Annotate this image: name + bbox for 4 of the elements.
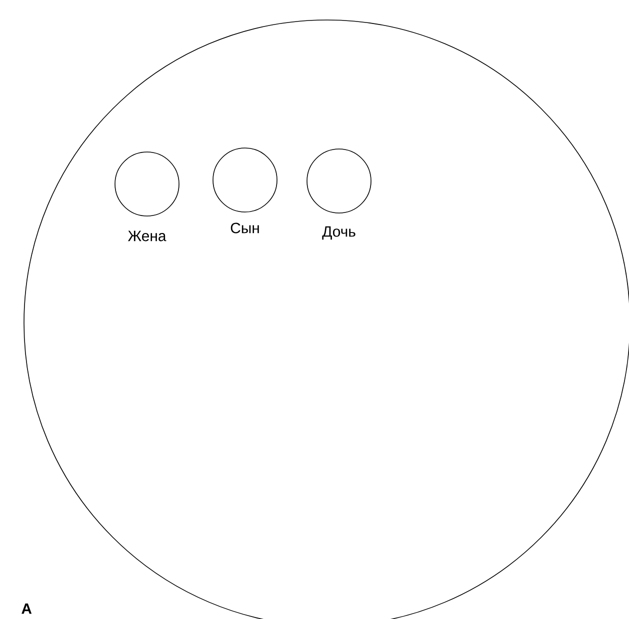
panel-letter: А (22, 604, 32, 614)
circle-with-label: Жена (114, 152, 180, 242)
circle-with-label: Дочь (306, 148, 372, 240)
circle-with-label: Сын (212, 148, 278, 234)
